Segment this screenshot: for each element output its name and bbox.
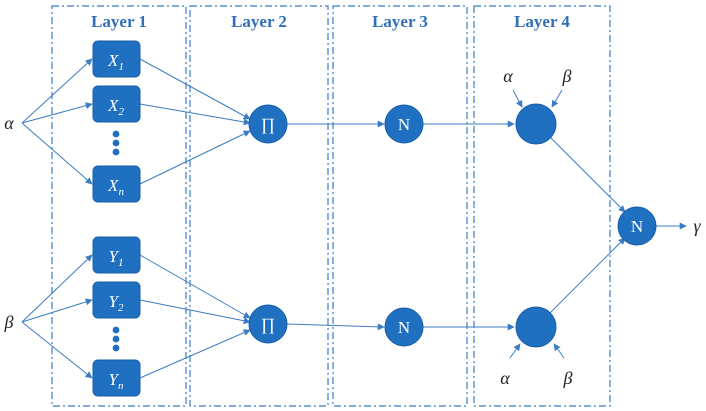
edge-x1-prod	[139, 58, 251, 120]
svg-text:N: N	[398, 115, 410, 134]
membership-node-y1: Y1	[92, 236, 141, 274]
svg-text:N: N	[398, 318, 410, 337]
param-beta-bottom: β	[563, 368, 573, 388]
layer4-node-bottom	[515, 306, 557, 348]
layer-4-title: Layer 4	[514, 12, 570, 31]
edge-x2-prod	[139, 103, 251, 126]
layer-3-box	[332, 5, 468, 407]
layer-1-title: Layer 1	[91, 12, 147, 31]
edge-param-alpha-bottom	[509, 343, 521, 359]
param-alpha-bottom: α	[500, 368, 510, 388]
membership-node-y2: Y2	[92, 281, 141, 319]
svg-text:Y2: Y2	[109, 292, 124, 314]
norm-node-bottom: N	[384, 307, 424, 347]
edge-l4-top-out	[549, 136, 626, 213]
edge-y2-prod	[139, 299, 251, 325]
svg-text:X2: X2	[107, 96, 124, 118]
edge-l4-bottom-out	[549, 237, 626, 314]
edge-xn-prod	[139, 130, 251, 185]
svg-text:∏: ∏	[261, 315, 275, 334]
membership-node-x2: X2	[92, 85, 141, 123]
norm-node-top: N	[384, 104, 424, 144]
edge-beta-y1	[21, 254, 93, 323]
edge-y1-prod	[139, 254, 251, 319]
edge-alpha-x1	[21, 58, 93, 124]
layer-2-box	[189, 5, 329, 407]
edge-beta-y2	[21, 298, 93, 323]
edge-beta-yn	[21, 321, 93, 379]
svg-text:Yn: Yn	[109, 370, 124, 392]
svg-text:N: N	[631, 217, 643, 236]
edge-prod-norm-bottom	[286, 323, 385, 331]
svg-text:Xn: Xn	[107, 176, 124, 198]
edge-param-beta-bottom	[553, 343, 565, 359]
edge-alpha-x2	[21, 102, 93, 124]
product-node-top: ∏	[248, 104, 288, 144]
product-node-bottom: ∏	[248, 304, 288, 344]
edge-param-beta-top	[551, 89, 563, 108]
input-beta-label: β	[4, 312, 14, 332]
output-node: N	[617, 206, 657, 246]
svg-text:∏: ∏	[261, 115, 275, 134]
layer-4-box	[473, 5, 611, 407]
output-gamma-label: γ	[693, 216, 701, 236]
param-beta-top: β	[562, 66, 572, 86]
layer-3-title: Layer 3	[372, 12, 428, 31]
ellipsis-dots-x	[112, 130, 120, 156]
svg-text:Y1: Y1	[109, 247, 124, 269]
input-alpha-label: α	[4, 113, 14, 133]
ellipsis-dots-y	[112, 326, 120, 352]
edge-yn-prod	[139, 329, 251, 379]
membership-node-yn: Yn	[92, 359, 141, 397]
membership-node-x1: X1	[92, 40, 141, 78]
layer-1-box	[51, 5, 187, 407]
layer4-node-top	[515, 103, 557, 145]
membership-node-xn: Xn	[92, 165, 141, 203]
layer-2-title: Layer 2	[231, 12, 287, 31]
param-alpha-top: α	[503, 66, 513, 86]
svg-text:X1: X1	[107, 51, 124, 73]
edge-alpha-xn	[21, 122, 93, 185]
edge-param-alpha-top	[512, 89, 523, 108]
